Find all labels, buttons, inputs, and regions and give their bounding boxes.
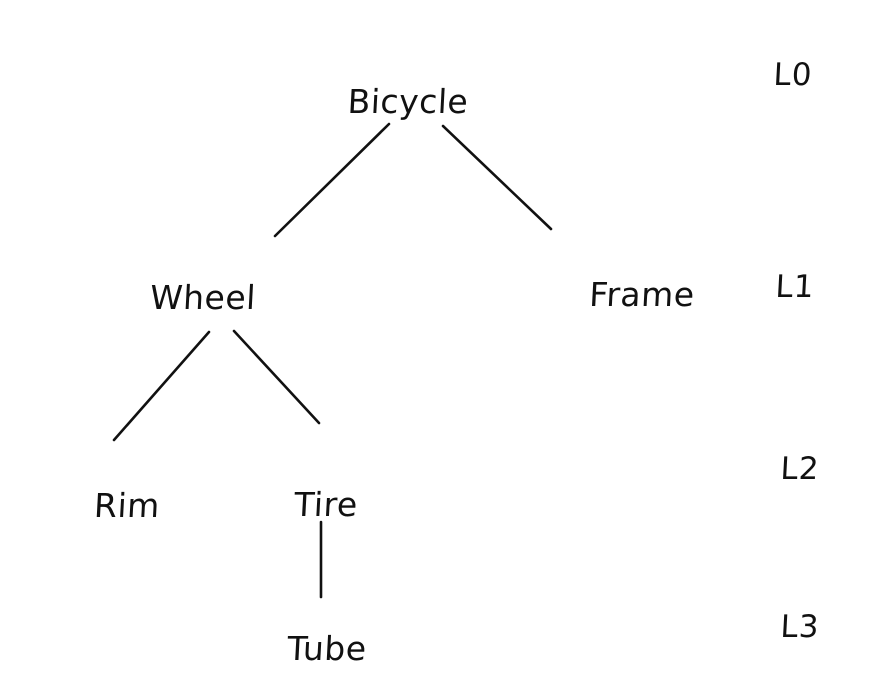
edge-wheel-rim	[112, 330, 211, 442]
level-label-l0: L0	[772, 57, 814, 93]
edge-wheel-tire	[232, 329, 321, 425]
node-tube[interactable]: Tube	[286, 629, 368, 668]
node-frame[interactable]: Frame	[588, 275, 696, 314]
level-label-l2: L2	[779, 451, 821, 487]
node-rim[interactable]: Rim	[93, 486, 161, 525]
edge-bicycle-frame	[441, 124, 553, 231]
edge-bicycle-wheel	[273, 122, 391, 238]
level-label-l1: L1	[774, 269, 816, 305]
node-wheel[interactable]: Wheel	[149, 278, 257, 317]
node-bicycle[interactable]: Bicycle	[346, 82, 470, 121]
node-tire[interactable]: Tire	[293, 485, 359, 524]
level-label-l3: L3	[779, 609, 821, 645]
